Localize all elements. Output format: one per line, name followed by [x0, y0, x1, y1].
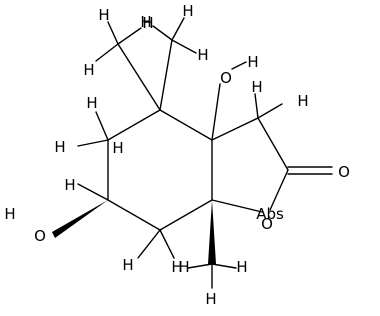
atom-h-choh: H	[64, 176, 75, 194]
bond-carbonyl-o-ring	[269, 169, 289, 211]
bond-c4-c5	[159, 109, 213, 141]
bond-c8-h	[77, 183, 109, 201]
atom-o-carbonyl: O	[338, 163, 350, 181]
atom-h-methyl2-top: H	[182, 2, 193, 20]
atom-h-methyl2-right: H	[197, 46, 208, 64]
bond-methyl3-h-left	[187, 263, 213, 269]
atom-h-methyl1-top: H	[98, 6, 109, 24]
atom-h-ch2-right: H	[297, 92, 308, 110]
atom-h-ring-middle: H	[112, 139, 123, 157]
bond-o-ring-c6	[211, 199, 263, 213]
bond-c5-o-top	[211, 83, 221, 141]
atom-o-top: O	[220, 69, 232, 87]
bond-methyl1-h-top	[107, 21, 119, 45]
atom-h-methyl3-left: H	[178, 258, 189, 276]
bond-c9-c4	[107, 109, 161, 141]
bond-methyl3-h-right	[211, 263, 237, 269]
bond-ch2-h-top	[254, 93, 259, 119]
atom-o-left: O	[34, 227, 46, 245]
bonds	[77, 17, 333, 289]
bond-c4-methyl2	[159, 39, 173, 111]
atom-h-methyl3-right: H	[236, 258, 247, 276]
atom-h-ring-bottom-right: H	[171, 258, 182, 276]
atom-h-oh-top: H	[247, 53, 258, 71]
atom-labels: H H H H H H O H H H H H H H H O O O Abs …	[4, 2, 350, 308]
atom-o-ring: O	[261, 215, 273, 233]
bond-methyl2-h-top	[171, 17, 185, 41]
wedge-c6-methyl	[208, 200, 216, 264]
bond-c7-c8	[107, 199, 161, 231]
atom-h-ch2-top: H	[251, 78, 262, 96]
bond-c9-h-upper	[95, 111, 109, 141]
atom-h-methyl3-bottom: H	[205, 290, 216, 308]
wedge-c8-oh	[52, 200, 108, 238]
bond-c9-h-left	[77, 139, 109, 147]
atom-h-methyl2-bottom: H	[142, 14, 153, 32]
atom-h-ring-upper-left: H	[86, 94, 97, 112]
bond-o-top-h	[231, 61, 247, 70]
bond-c5-ch2	[211, 117, 259, 141]
bond-ch2-carbonyl	[257, 117, 289, 171]
bond-c7-h-left	[137, 229, 161, 259]
atom-h-ring-bottom-left: H	[122, 256, 133, 274]
wedge-bonds	[52, 200, 216, 264]
atom-h-methyl1-right: H	[140, 13, 151, 31]
bond-methyl2-h-bottom	[152, 25, 173, 41]
bond-c7-h-right	[159, 229, 175, 259]
bond-methyl1-h-right	[117, 27, 142, 45]
atom-h-ring-left: H	[54, 138, 65, 156]
bond-c6-c7	[159, 199, 213, 231]
bond-ch2-h-right	[257, 103, 283, 119]
atom-h-oh-left: H	[4, 205, 15, 223]
bond-methyl1-h-left	[95, 43, 119, 62]
bond-methyl2-h-right	[171, 39, 197, 54]
stereo-abs-label: Abs	[256, 205, 284, 223]
atom-h-methyl1-left: H	[83, 61, 94, 79]
bond-c4-methyl1	[117, 43, 161, 111]
